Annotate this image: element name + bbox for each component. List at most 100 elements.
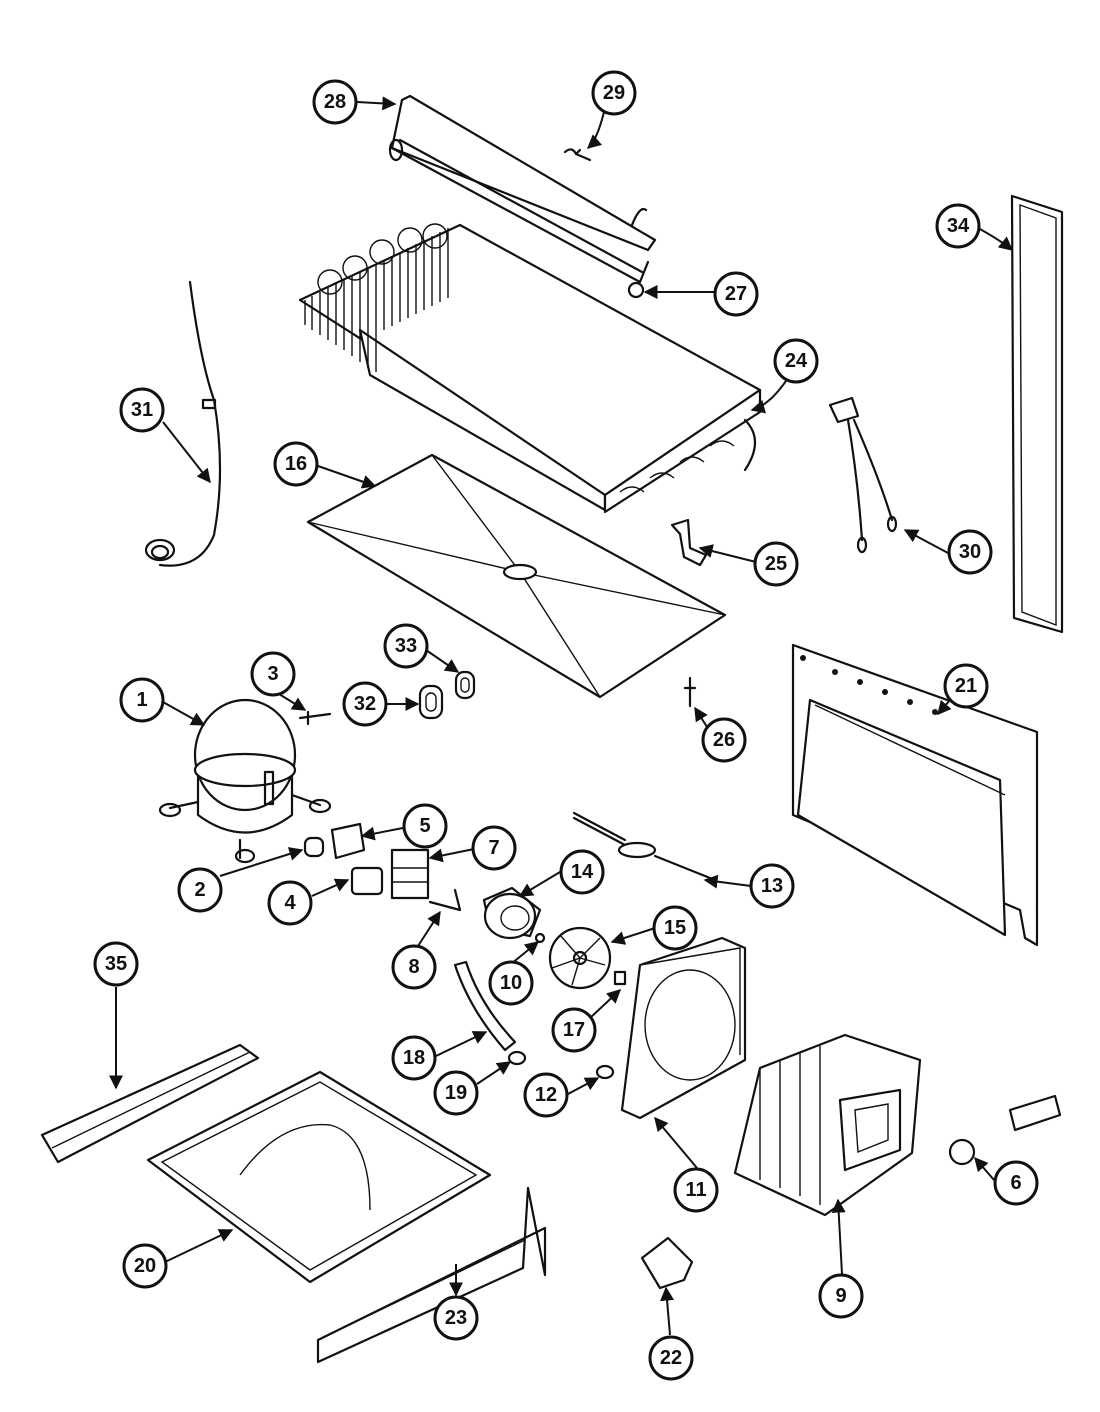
part-28-heater-tube — [388, 94, 657, 299]
callout-10: 10 — [488, 960, 534, 1006]
callout-32-label: 32 — [354, 693, 376, 715]
callout-15: 15 — [652, 905, 698, 951]
callout-22-label: 22 — [660, 1347, 682, 1369]
callout-1: 1 — [119, 677, 165, 723]
part-20-drain-tray — [146, 1070, 492, 1284]
part-33-grommet — [454, 670, 476, 700]
callout-23-label: 23 — [445, 1307, 467, 1329]
callout-26: 26 — [701, 717, 747, 763]
part-26-screw — [683, 676, 697, 708]
part-6-connector — [948, 1094, 1062, 1166]
callout-23: 23 — [433, 1295, 479, 1341]
callout-28: 28 — [312, 79, 358, 125]
callout-30-label: 30 — [959, 541, 981, 563]
callout-34: 34 — [935, 203, 981, 249]
callout-12-label: 12 — [535, 1084, 557, 1106]
callout-24-label: 24 — [785, 350, 808, 372]
callout-11: 11 — [673, 1167, 719, 1213]
part-11-fan-shroud — [620, 936, 747, 1120]
callout-21: 21 — [943, 663, 989, 709]
callout-12: 12 — [523, 1072, 569, 1118]
callout-4: 4 — [267, 880, 313, 926]
part-29-clip — [563, 148, 592, 162]
callout-5-label: 5 — [419, 815, 430, 837]
callout-30: 30 — [947, 529, 993, 575]
callout-16: 16 — [273, 441, 319, 487]
part-30-defrost-thermostat — [828, 396, 898, 554]
part-17-clip — [613, 970, 627, 986]
part-34-panel — [1010, 194, 1064, 634]
callout-1-label: 1 — [136, 689, 147, 711]
callout-14: 14 — [559, 849, 605, 895]
part-10-washer — [534, 932, 546, 944]
callout-2: 2 — [177, 867, 223, 913]
callout-16-label: 16 — [285, 453, 307, 475]
callout-18: 18 — [391, 1035, 437, 1081]
callout-33-label: 33 — [395, 635, 417, 657]
part-9-condenser — [733, 1033, 922, 1217]
callout-28-label: 28 — [324, 91, 346, 113]
callout-6-label: 6 — [1010, 1172, 1021, 1194]
callout-11-label: 11 — [685, 1179, 706, 1201]
callout-13: 13 — [749, 863, 795, 909]
part-3-process-tube — [298, 710, 332, 726]
callout-35-label: 35 — [105, 953, 127, 975]
callout-9-label: 9 — [835, 1285, 846, 1307]
part-16-drain-pan — [306, 453, 727, 699]
callout-14-label: 14 — [571, 861, 594, 883]
part-8-clip — [428, 888, 462, 912]
callout-29: 29 — [591, 70, 637, 116]
callout-10-label: 10 — [500, 972, 522, 994]
part-12-grommet — [595, 1064, 615, 1080]
part-15-fan-blade — [548, 926, 612, 990]
part-19-grommet — [507, 1050, 527, 1066]
callout-25-label: 25 — [765, 553, 787, 575]
part-2-grommet — [303, 836, 325, 858]
callout-24: 24 — [773, 338, 819, 384]
part-32-grommet — [418, 684, 444, 720]
part-35-rail — [40, 1043, 260, 1164]
callout-15-label: 15 — [664, 917, 686, 939]
callout-19: 19 — [433, 1070, 479, 1116]
part-21-cover-panel — [791, 643, 1039, 947]
callout-19-label: 19 — [445, 1082, 467, 1104]
callout-17-label: 17 — [563, 1019, 585, 1041]
part-14-fan-motor — [482, 886, 542, 940]
callout-32: 32 — [342, 681, 388, 727]
part-24-evaporator — [298, 223, 762, 514]
callout-8-label: 8 — [408, 956, 419, 978]
callout-35: 35 — [93, 941, 139, 987]
callout-18-label: 18 — [403, 1047, 425, 1069]
callout-31: 31 — [119, 387, 165, 433]
callout-3-label: 3 — [267, 663, 278, 685]
part-18-motor-bracket — [453, 960, 517, 1052]
callout-17: 17 — [551, 1007, 597, 1053]
callout-3: 3 — [250, 651, 296, 697]
callout-5: 5 — [402, 803, 448, 849]
callout-20: 20 — [122, 1243, 168, 1289]
callout-13-label: 13 — [761, 875, 783, 897]
part-23-baffle — [316, 1186, 547, 1364]
part-7-relay — [390, 848, 430, 900]
callout-6: 6 — [993, 1160, 1039, 1206]
callout-29-label: 29 — [603, 82, 625, 104]
part-1-compressor — [158, 698, 332, 864]
callout-8: 8 — [391, 944, 437, 990]
callout-26-label: 26 — [713, 729, 735, 751]
callout-7: 7 — [471, 825, 517, 871]
callout-4-label: 4 — [284, 892, 296, 914]
part-22-switch — [640, 1236, 694, 1290]
callout-22: 22 — [648, 1335, 694, 1381]
callout-21-label: 21 — [955, 675, 977, 697]
part-4-overload — [350, 866, 384, 896]
callout-27: 27 — [713, 271, 759, 317]
callout-2-label: 2 — [194, 879, 205, 901]
leader-lines — [109, 96, 1014, 1336]
callout-7-label: 7 — [488, 837, 499, 859]
callout-9: 9 — [818, 1273, 864, 1319]
part-25-bracket — [670, 518, 708, 567]
callout-20-label: 20 — [134, 1255, 156, 1277]
callout-31-label: 31 — [131, 399, 153, 421]
callout-34-label: 34 — [947, 215, 970, 237]
